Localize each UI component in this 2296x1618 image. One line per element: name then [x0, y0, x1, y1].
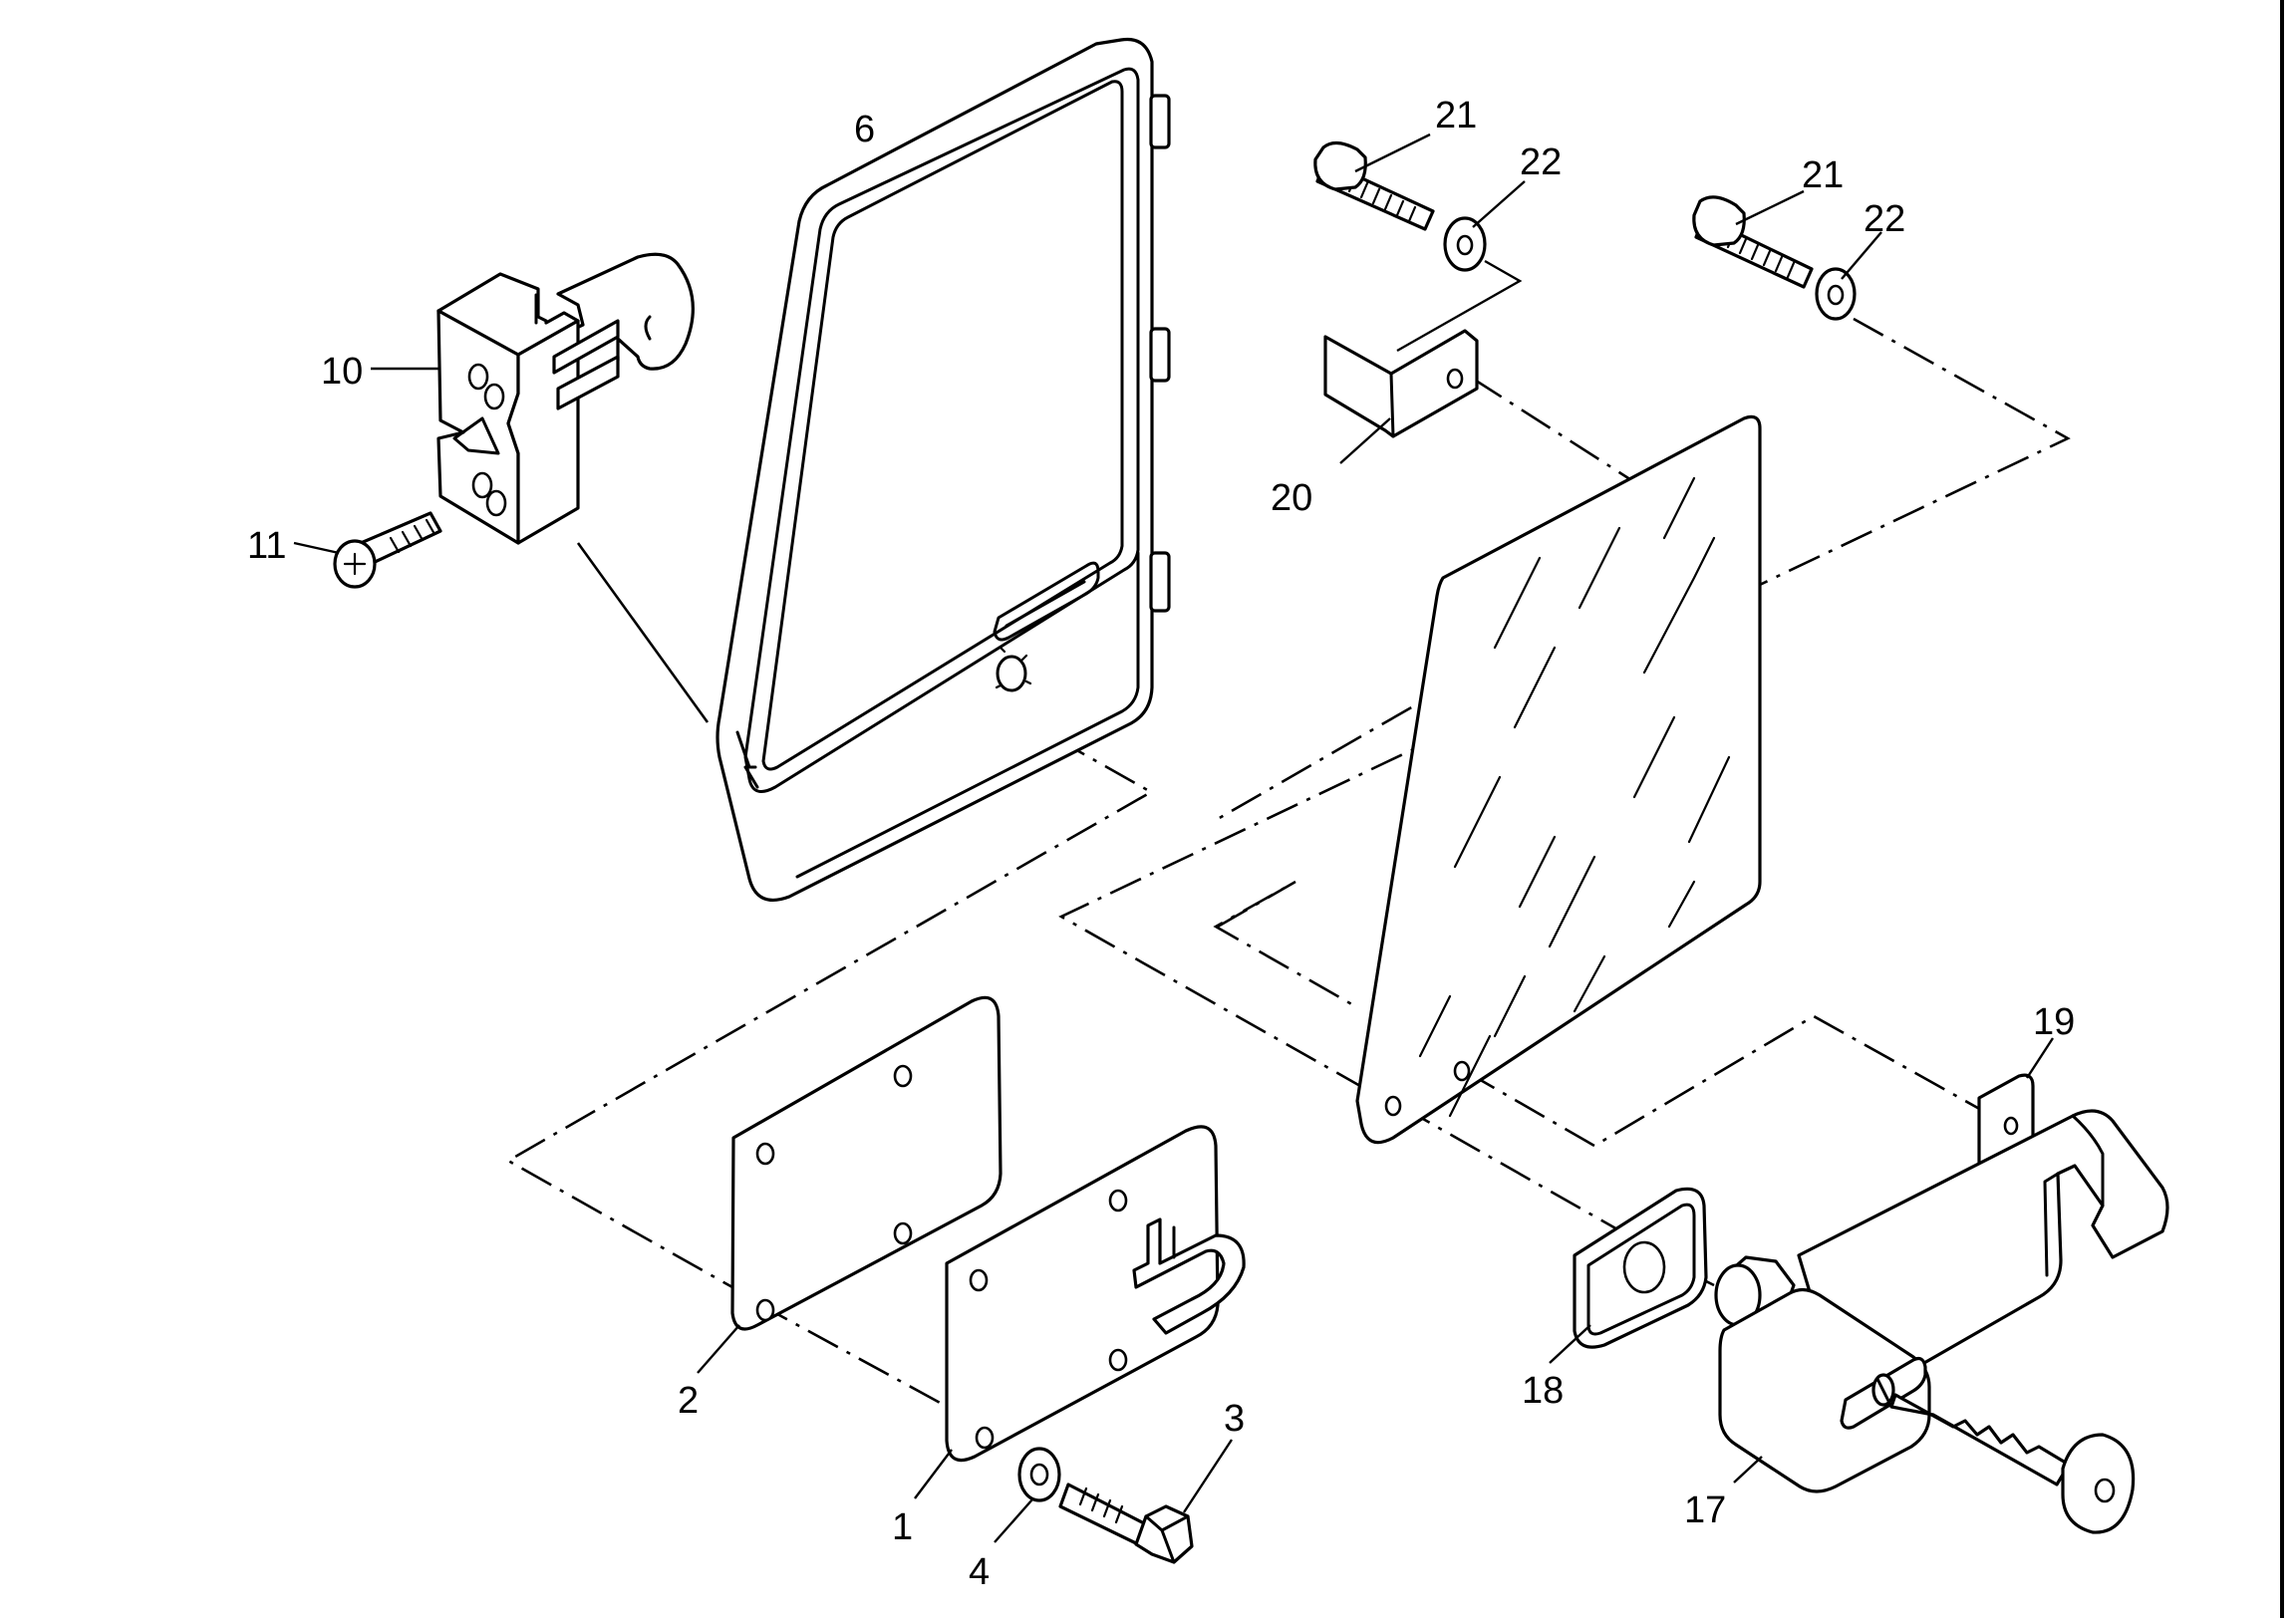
plate-part-2 [730, 995, 1003, 1331]
callout-labels: 6 10 11 21 22 21 22 20 2 1 4 3 18 17 19 [247, 95, 2075, 1593]
callout-22-a: 22 [1520, 141, 1562, 183]
callout-20: 20 [1271, 477, 1312, 519]
callout-4: 4 [969, 1551, 990, 1593]
callout-6: 6 [854, 109, 875, 150]
latch-plate-part-1 [945, 1125, 1246, 1463]
leader-22a-to-bracket [1396, 259, 1523, 353]
bolt-part-21-b [1692, 195, 1814, 289]
door-frame-part-6 [716, 37, 1171, 902]
washer-part-22-a [1443, 216, 1487, 272]
callout-11: 11 [247, 525, 286, 567]
callout-22-b: 22 [1864, 198, 1905, 240]
callout-19: 19 [2033, 1001, 2075, 1043]
callout-1: 1 [892, 1506, 913, 1548]
bolt-part-3 [1058, 1483, 1194, 1564]
screw-part-11 [333, 511, 442, 589]
callout-leaders [293, 133, 2055, 1543]
leader-10-to-door [576, 542, 710, 723]
washer-part-4 [1017, 1447, 1061, 1502]
glass-panel [1355, 414, 1762, 1145]
seal-part-18 [1573, 1187, 1708, 1349]
washer-part-22-b [1815, 267, 1857, 321]
bolt-part-21-a [1313, 140, 1435, 231]
handle-part-17 [1714, 1109, 2169, 1534]
callout-21-b: 21 [1802, 154, 1844, 196]
callout-2: 2 [678, 1380, 699, 1422]
callout-3: 3 [1224, 1398, 1245, 1440]
latch-block-part-10 [436, 252, 695, 545]
callout-17: 17 [1684, 1489, 1726, 1531]
bracket-part-20 [1323, 329, 1479, 438]
callout-10: 10 [321, 351, 363, 393]
callout-21-a: 21 [1435, 95, 1477, 136]
callout-18: 18 [1522, 1370, 1564, 1412]
